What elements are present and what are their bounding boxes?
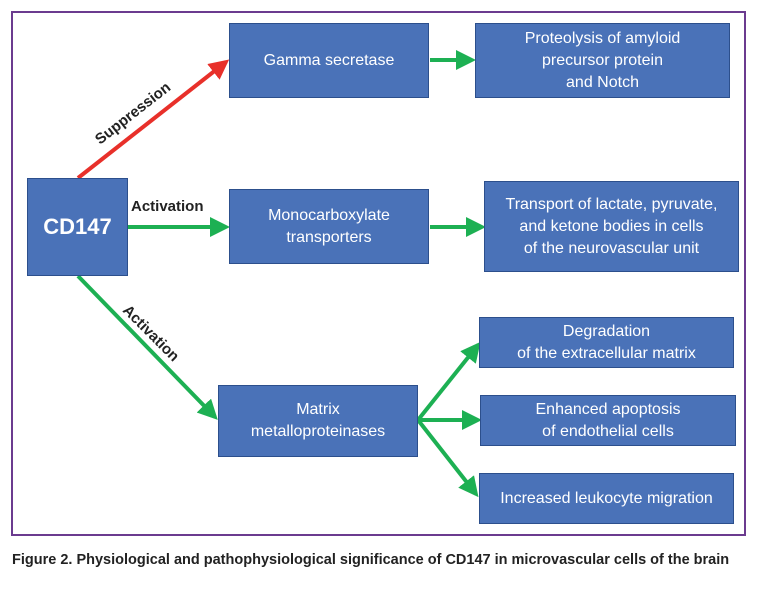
apoptosis-effect-node: Enhanced apoptosis of endothelial cells bbox=[480, 395, 736, 446]
edge-label-activation-mct: Activation bbox=[131, 198, 204, 215]
monocarboxylate-transporters-node: Monocarboxylate transporters bbox=[229, 189, 429, 264]
activation-arrow-mmp bbox=[76, 274, 218, 420]
arrow-mmp-to-migration bbox=[416, 418, 479, 498]
suppression-arrow bbox=[76, 59, 230, 180]
cd147-node: CD147 bbox=[27, 178, 128, 276]
degradation-effect-node: Degradation of the extracellular matrix bbox=[479, 317, 734, 368]
figure-caption: Figure 2. Physiological and pathophysiol… bbox=[12, 552, 730, 568]
edge-label-activation-mmp: Activation bbox=[119, 302, 182, 365]
proteolysis-effect-node: Proteolysis of amyloid precursor protein… bbox=[475, 23, 730, 98]
matrix-metalloproteinases-node: Matrix metalloproteinases bbox=[218, 385, 418, 457]
transport-effect-node: Transport of lactate, pyruvate, and keto… bbox=[484, 181, 739, 272]
figure-frame bbox=[11, 11, 746, 536]
leukocyte-migration-effect-node: Increased leukocyte migration bbox=[479, 473, 734, 524]
gamma-secretase-node: Gamma secretase bbox=[229, 23, 429, 98]
arrow-mmp-to-degradation bbox=[416, 341, 481, 422]
